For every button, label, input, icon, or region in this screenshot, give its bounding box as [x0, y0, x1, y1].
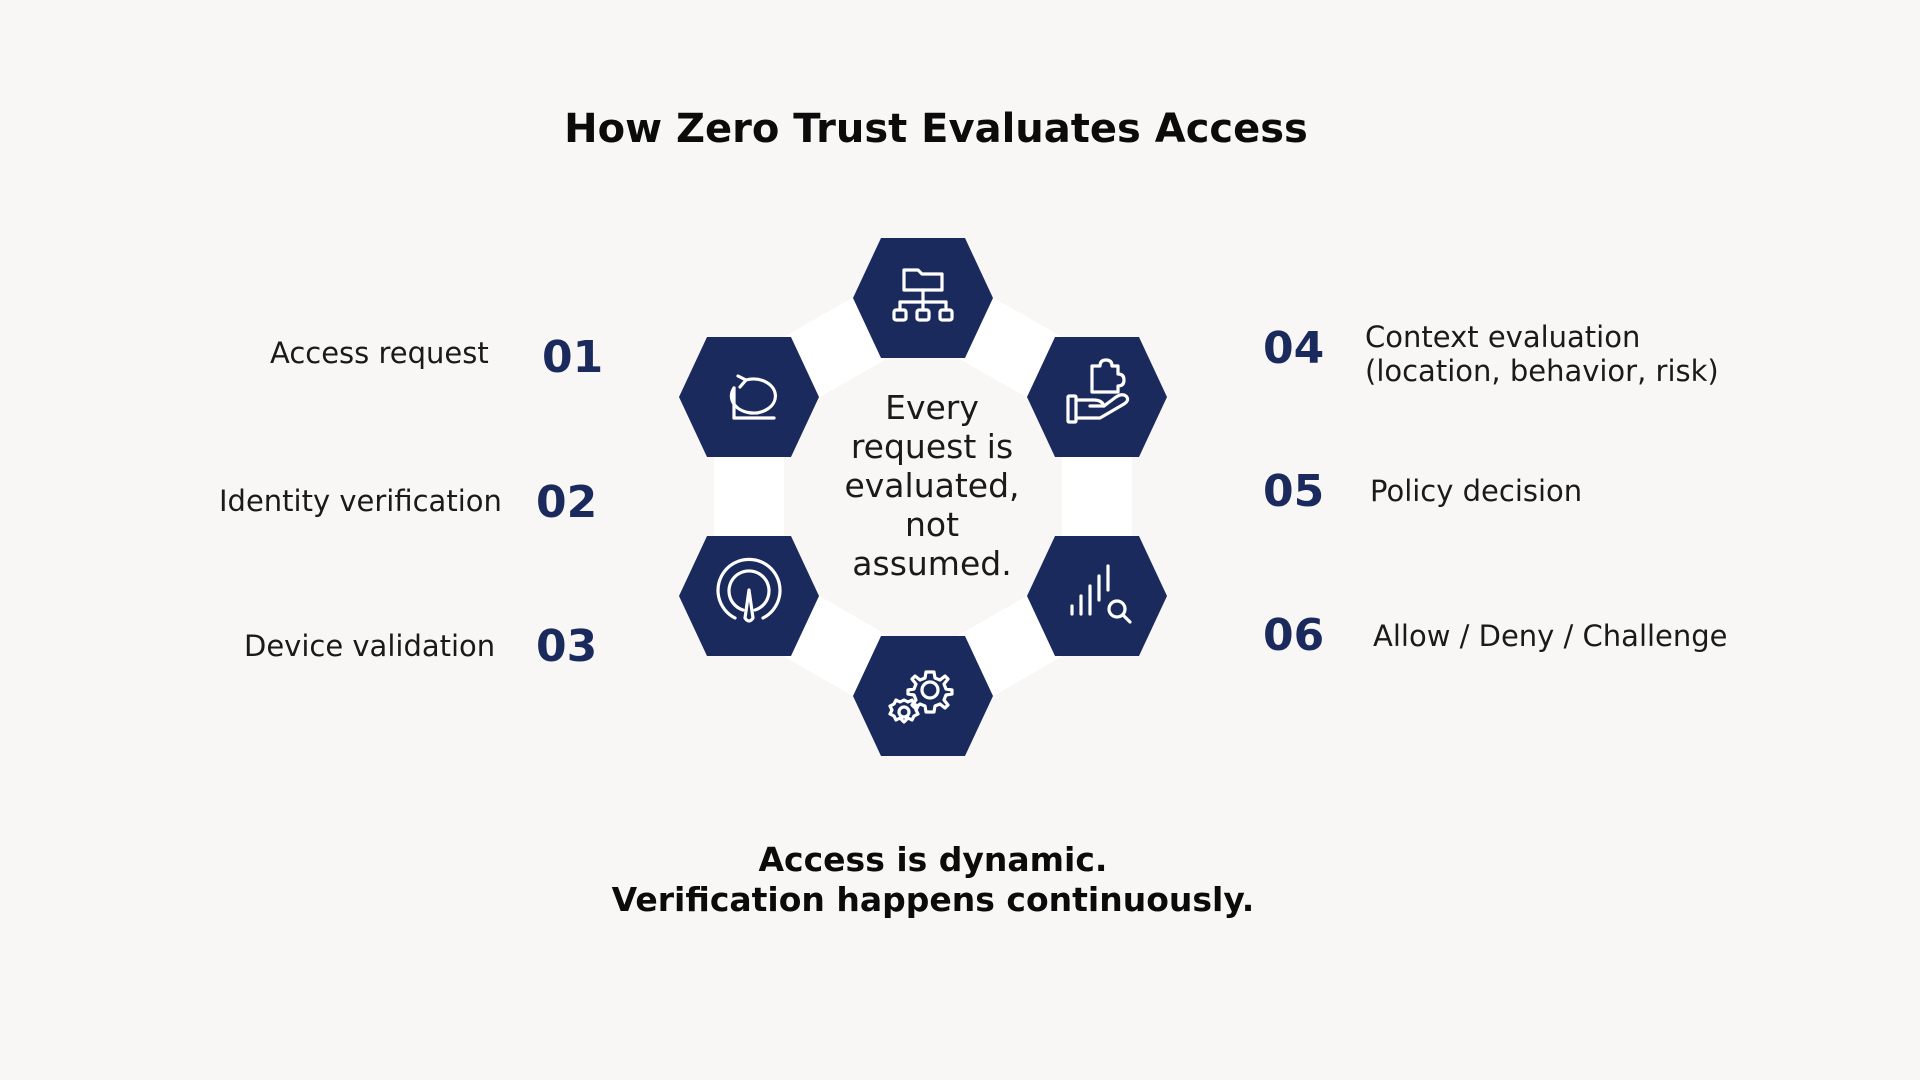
- page-title: How Zero Trust Evaluates Access: [564, 106, 1308, 152]
- step-05-number: 05: [1263, 466, 1325, 517]
- hexagon-upper-left: [679, 337, 819, 457]
- step-02-number: 02: [536, 477, 598, 528]
- gauge-icon: [716, 557, 782, 623]
- step-03-number: 03: [536, 621, 598, 672]
- folder-network-icon: [892, 268, 954, 322]
- step-01-number: 01: [542, 332, 604, 383]
- step-04-number: 04: [1263, 323, 1325, 374]
- step-05-label: Policy decision: [1370, 474, 1583, 508]
- center-line: not: [904, 505, 960, 544]
- step-03-label: Device validation: [244, 629, 496, 663]
- hexagon-upper-right: [1027, 337, 1167, 457]
- step-04-label: Context evaluation: [1365, 320, 1641, 354]
- hexagon-bottom: [853, 636, 993, 756]
- step-01-label: Access request: [270, 336, 489, 370]
- footer-statement: Access is dynamic. Verification happens …: [0, 840, 1866, 920]
- hand-puzzle-icon: [1066, 358, 1130, 424]
- step-04-label-line2: (location, behavior, risk): [1365, 354, 1719, 388]
- hexagon-lower-left: [679, 536, 819, 656]
- center-line: Every: [885, 388, 979, 427]
- refresh-icon: [729, 374, 777, 420]
- gears-icon: [888, 670, 954, 724]
- center-line: evaluated,: [844, 466, 1020, 505]
- center-statement: Every request is evaluated, not assumed.: [816, 388, 1048, 583]
- hexagon-top: [853, 238, 993, 358]
- step-06-label: Allow / Deny / Challenge: [1373, 619, 1728, 653]
- hexagon-lower-right: [1027, 536, 1167, 656]
- footer-line: Access is dynamic.: [758, 840, 1108, 879]
- center-line: request is: [850, 427, 1014, 466]
- footer-line: Verification happens continuously.: [611, 880, 1255, 919]
- center-line: assumed.: [852, 544, 1012, 583]
- step-06-number: 06: [1263, 610, 1325, 661]
- chart-search-icon: [1070, 564, 1132, 624]
- step-02-label: Identity verification: [219, 484, 502, 518]
